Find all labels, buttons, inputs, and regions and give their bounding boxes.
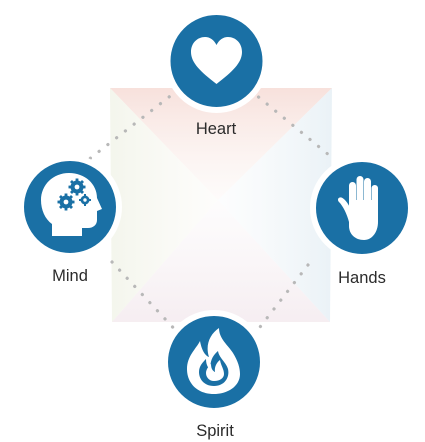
node-spirit: Spirit bbox=[162, 310, 266, 440]
heart-icon bbox=[191, 37, 242, 84]
node-heart: Heart bbox=[164, 9, 269, 138]
heart-label: Heart bbox=[196, 120, 237, 138]
hands-label: Hands bbox=[338, 269, 386, 287]
connector-hands-spirit bbox=[248, 263, 310, 342]
connector-heart-hands bbox=[248, 88, 337, 162]
quadrant-top bbox=[110, 88, 332, 200]
background-quadrants bbox=[110, 88, 332, 322]
dotted-connectors bbox=[86, 88, 337, 342]
mind-label: Mind bbox=[52, 267, 88, 285]
flame-icon bbox=[187, 328, 240, 394]
raised-hand-icon bbox=[337, 176, 378, 240]
connector-heart-mind bbox=[86, 88, 180, 162]
quadrant-left bbox=[110, 88, 218, 322]
head-gears-icon bbox=[41, 173, 102, 236]
quadrant-bottom bbox=[112, 200, 330, 322]
node-mind: Mind bbox=[18, 155, 122, 285]
spirit-label: Spirit bbox=[196, 422, 234, 440]
node-hands: Hands bbox=[310, 156, 414, 287]
quadrant-right bbox=[218, 88, 332, 322]
